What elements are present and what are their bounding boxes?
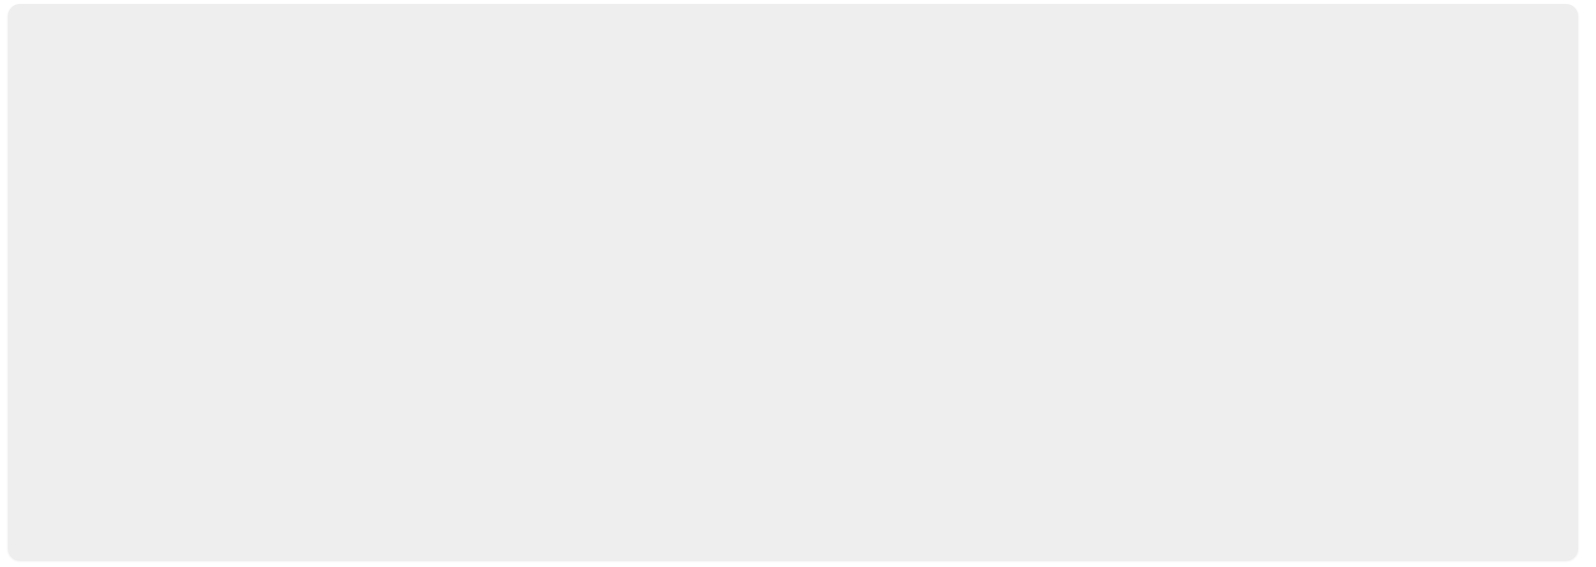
keyboard-board-panel	[8, 4, 1578, 560]
